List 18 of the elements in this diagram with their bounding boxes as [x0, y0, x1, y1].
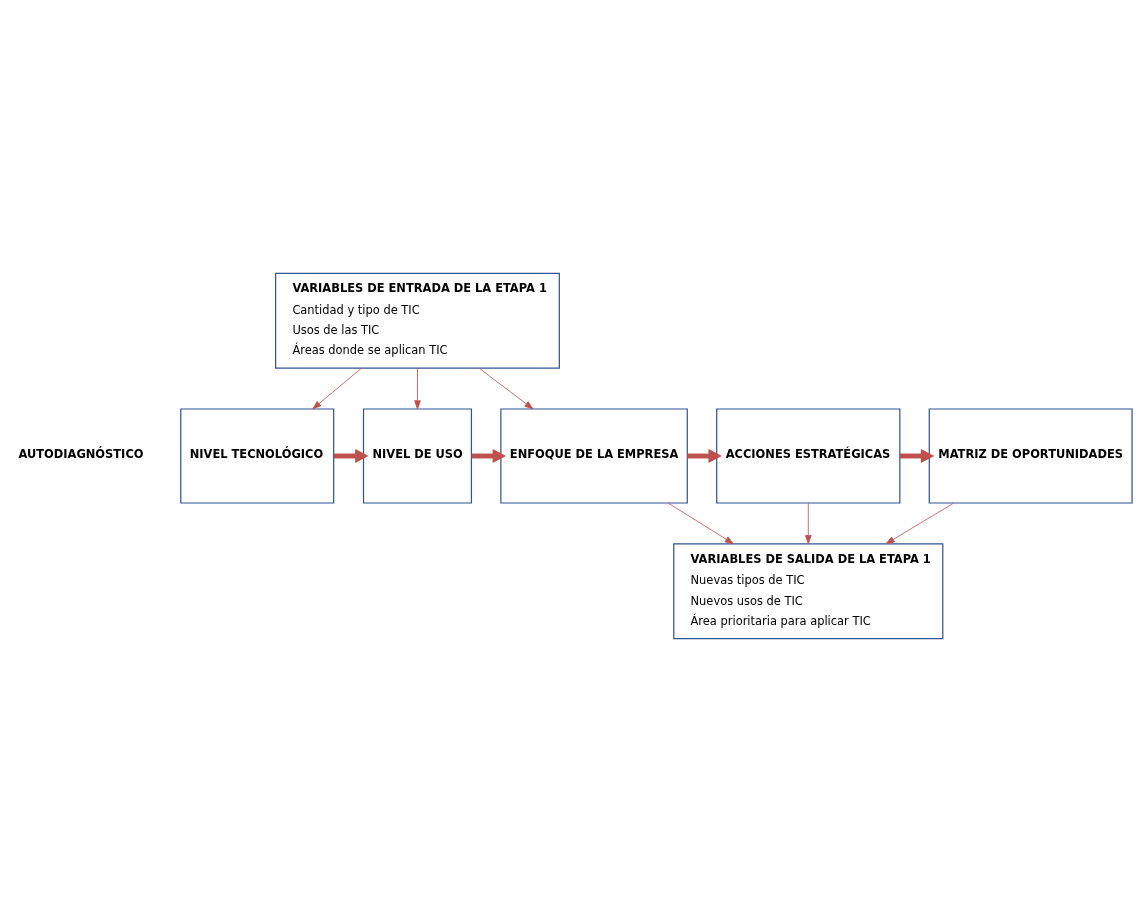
node-box: MATRIZ DE OPORTUNIDADES	[928, 408, 1133, 504]
arrow	[805, 502, 812, 545]
node-box: NIVEL DE USO	[362, 408, 473, 504]
label: AUTODIAGNÓSTICO	[18, 447, 144, 462]
arrow	[885, 502, 954, 545]
arrow	[668, 502, 734, 545]
node-box: VARIABLES DE SALIDA DE LA ETAPA 1 Nuevas tipos de TIC Nuevos usos de TIC Área prioritaria para aplicar TIC	[673, 543, 944, 640]
node-box: NIVEL TECNOLÓGICO	[180, 408, 335, 504]
arrow	[333, 448, 369, 464]
arrow	[687, 448, 722, 464]
node-box: ENFOQUE DE LA EMPRESA	[500, 408, 688, 504]
arrow	[899, 448, 935, 464]
arrow	[414, 367, 421, 410]
arrow	[312, 367, 362, 410]
node-box: VARIABLES DE ENTRADA DE LA ETAPA 1 Cantidad y tipo de TIC Usos de las TIC Áreas donde se aplican TIC	[275, 272, 560, 369]
arrow	[471, 448, 507, 464]
node-box: ACCIONES ESTRATÉGICAS	[716, 408, 901, 504]
arrow	[478, 367, 534, 410]
